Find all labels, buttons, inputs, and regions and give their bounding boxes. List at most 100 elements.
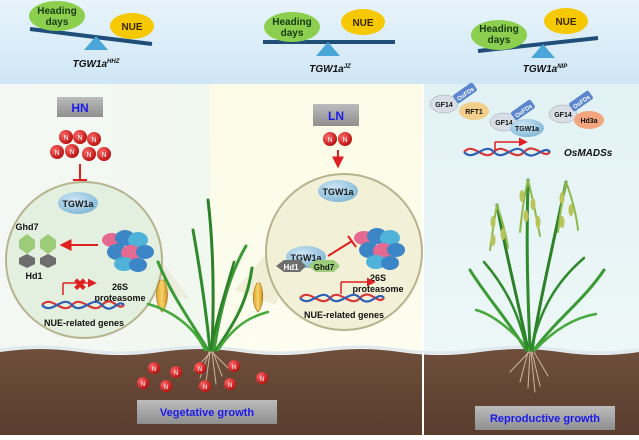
svg-text:N: N: [86, 152, 91, 159]
ln-panel: LN N N TGW1a TGW1a Hd1 Ghd7 26S proteaso…: [235, 104, 423, 331]
heading-label: Heading: [479, 24, 518, 35]
gf14-protein: [429, 94, 459, 114]
soil-nitrogen-atoms: N N N N N N N N N: [137, 360, 268, 392]
vegetative-label-box: [137, 400, 277, 424]
reproductive-label-box: [475, 406, 615, 430]
svg-text:N: N: [260, 377, 264, 383]
vegetative-rice-plant: [146, 198, 270, 385]
vegetative-label: Vegetative growth: [160, 407, 254, 419]
seesaw-fulcrum: [531, 44, 555, 58]
seesaw-fulcrum: [316, 42, 340, 56]
svg-text:N: N: [327, 137, 332, 144]
hn-zoom-circle: [5, 181, 163, 339]
hd1-protein-left: [19, 254, 35, 268]
proteasome-label-word: proteasome: [352, 284, 403, 294]
hd1-label: Hd1: [25, 271, 42, 281]
tgw1a-bound-label: TGW1a: [290, 253, 322, 263]
ln-inhibit-line: [327, 240, 353, 257]
tgw1a-label: TGW1a: [515, 126, 539, 133]
hd1-protein-right: [40, 254, 56, 268]
proteasome-icon: [102, 230, 154, 272]
days-label: days: [488, 35, 511, 46]
balance-panel-hhz: Heading days NUE TGW1aHHZ: [29, 1, 154, 70]
osfd-protein: [453, 82, 477, 104]
rice-seed: [156, 279, 168, 313]
svg-text:N: N: [69, 149, 74, 156]
tgw1a-free-protein: [318, 180, 358, 202]
days-label: days: [281, 28, 304, 39]
florigen-complex-panel: GF14 OsFDs RFT1 GF14 OsFDs TGW1a GF14 Os…: [429, 82, 613, 159]
ghd7-protein: [308, 260, 340, 272]
tgw1a-protein: [58, 192, 98, 214]
proteasome-label-26s: 26S: [370, 273, 386, 283]
proteasome-label-26s: 26S: [112, 282, 128, 292]
hn-condition-box: [57, 97, 103, 117]
block-x-icon: ✖: [73, 277, 86, 294]
hn-condition-label: HN: [71, 101, 88, 115]
proteasome-icon: [354, 228, 405, 270]
ln-condition-box: [313, 104, 359, 126]
hn-genes-label: NUE-related genes: [44, 318, 124, 328]
svg-text:N: N: [174, 371, 178, 377]
svg-text:N: N: [91, 137, 96, 144]
ghd7-label: Ghd7: [314, 263, 335, 272]
svg-text:N: N: [63, 135, 68, 142]
heading-label: Heading: [37, 6, 76, 17]
osfd-protein: [511, 99, 535, 121]
gf14-label: GF14: [554, 112, 572, 119]
seesaw-beam: [29, 27, 153, 46]
dna-helix-icon: [299, 293, 385, 303]
svg-text:N: N: [54, 150, 59, 157]
nitrogen-atom: [323, 132, 337, 146]
heading-days-circle: [264, 12, 320, 42]
heading-days-circle: [471, 20, 527, 50]
tgw1a-label: TGW1a: [62, 199, 94, 209]
ghd7-protein-left: [19, 234, 35, 254]
variety-label-nip: TGW1aNIP: [523, 64, 568, 75]
nue-label: NUE: [352, 18, 373, 29]
dna-helix-icon: [41, 300, 125, 310]
svg-text:N: N: [77, 135, 82, 142]
svg-text:N: N: [228, 383, 232, 389]
tgw1a-free-label: TGW1a: [322, 187, 354, 197]
hd3a-label: Hd3a: [580, 118, 597, 125]
hn-nitrogen-cluster: N N N N N N N: [50, 130, 111, 161]
ln-genes-label: NUE-related genes: [304, 310, 384, 320]
svg-text:N: N: [152, 367, 156, 373]
tgw1a-protein: [510, 119, 544, 137]
svg-text:N: N: [101, 152, 106, 159]
balance-panel-nip: Heading days NUE TGW1aNIP: [471, 8, 599, 75]
nitrogen-atom: [338, 132, 352, 146]
hn-panel: HN N N N N N N N TGW1a Ghd7 Hd1: [5, 97, 190, 339]
nue-label: NUE: [555, 17, 576, 28]
rft1-protein: [459, 102, 489, 120]
balance-panel-jz: Heading days NUE TGW1aJZ: [263, 9, 395, 75]
svg-text:N: N: [342, 137, 347, 144]
svg-text:N: N: [203, 385, 207, 391]
variety-label-jz: TGW1aJZ: [309, 64, 351, 75]
hd1-label: Hd1: [283, 263, 299, 272]
ln-condition-label: LN: [328, 109, 344, 123]
nue-label: NUE: [121, 22, 142, 33]
rft1-label: RFT1: [465, 109, 483, 116]
hd1-protein: [276, 260, 306, 272]
svg-text:N: N: [141, 382, 145, 388]
reproductive-label: Reproductive growth: [490, 413, 600, 425]
rice-seed: [253, 282, 264, 313]
reproductive-rice-plant: [468, 178, 606, 393]
heading-days-circle: [29, 1, 85, 31]
gf14-protein: [548, 104, 578, 124]
ln-zoom-circle: [265, 173, 423, 331]
seesaw-fulcrum: [84, 36, 108, 50]
nue-circle: [544, 8, 588, 34]
ghd7-label: Ghd7: [15, 222, 38, 232]
gf14-label: GF14: [495, 120, 513, 127]
dna-helix-icon: [463, 147, 551, 157]
osmads-label: OsMADSs: [564, 148, 613, 159]
svg-text:N: N: [164, 385, 168, 391]
ghd7-protein-right: [40, 234, 56, 254]
svg-text:N: N: [232, 365, 236, 371]
proteasome-label-word: proteasome: [94, 293, 145, 303]
